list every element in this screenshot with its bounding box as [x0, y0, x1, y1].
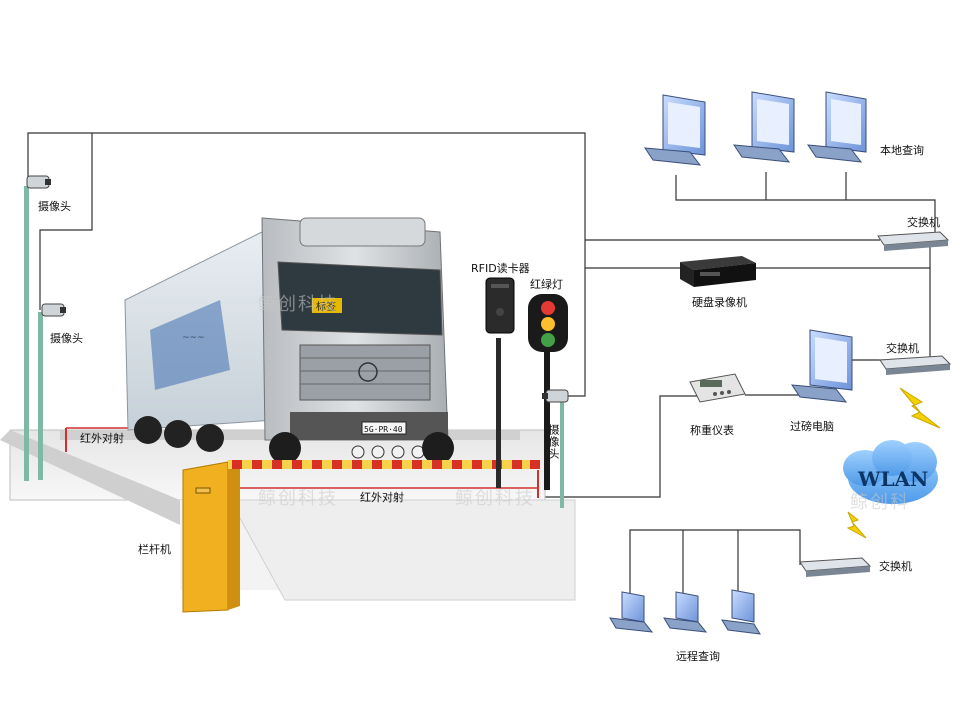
- weighing-pc: [791, 329, 853, 403]
- lightning-icon: [846, 511, 867, 539]
- remote-laptop-2: [663, 591, 708, 633]
- label-remote-query: 远程查询: [676, 650, 720, 663]
- monitor-icon: [721, 589, 761, 635]
- label-switch-mid: 交换机: [886, 342, 919, 355]
- remote-laptop-1: [609, 591, 654, 633]
- wlan-label: WLAN: [857, 467, 928, 491]
- truck-plate-sign: 标签: [316, 300, 336, 313]
- switch-icon: [799, 557, 872, 577]
- switch-mid: [879, 355, 952, 375]
- label-camera-mid: 摄像头: [50, 332, 83, 345]
- watermark: 鲸创科技: [258, 294, 338, 315]
- label-dvr: 硬盘录像机: [692, 296, 747, 309]
- traffic-light-icon: [528, 294, 568, 490]
- line-post-camera: [568, 392, 586, 397]
- line-local-bus: [675, 175, 936, 240]
- line-remote-bus: [629, 529, 801, 595]
- lightning-icon: [899, 387, 941, 429]
- infrared-beam-left: [65, 427, 130, 452]
- switch-icon: [879, 355, 952, 375]
- remote-pc-3: [721, 589, 761, 635]
- watermark: 鲸创科技: [258, 488, 338, 509]
- camera-icon: [542, 389, 569, 403]
- camera-icon: [41, 303, 66, 317]
- label-camera-top: 摄像头: [38, 200, 71, 213]
- truck-number-plate: 5G·PR·40: [364, 425, 403, 434]
- line-camera2-link: [39, 133, 93, 310]
- dvr-icon: [680, 256, 756, 287]
- label-barrier-gate: 栏杆机: [138, 543, 171, 556]
- laptop-icon: [663, 591, 708, 633]
- label-weighing-indicator: 称重仪表: [690, 424, 734, 437]
- line-indicator-platform: [540, 395, 700, 498]
- rfid-reader-icon: [485, 277, 515, 488]
- label-traffic-light: 红绿灯: [530, 278, 563, 291]
- local-pc-2: [733, 91, 795, 163]
- label-rfid-reader: RFID读卡器: [471, 262, 530, 275]
- local-pc-3: [807, 91, 867, 163]
- monitor-icon: [807, 91, 867, 163]
- barrier-arm-stripes: [232, 460, 540, 469]
- camera-pole-1: [24, 175, 51, 481]
- camera-pole-3: [542, 389, 569, 508]
- label-local-query: 本地查询: [880, 144, 924, 157]
- label-switch-bottom: 交换机: [879, 560, 912, 573]
- monitor-icon: [791, 329, 853, 403]
- switch-icon: [877, 231, 950, 251]
- camera-icon: [26, 175, 51, 189]
- camera-pole-2: [38, 303, 66, 480]
- watermark: 鲸创科: [850, 492, 910, 513]
- label-infrared-left: 红外对射: [80, 432, 124, 445]
- switch-bottom: [799, 557, 872, 577]
- monitor-icon: [644, 94, 706, 166]
- local-pc-1: [644, 94, 706, 166]
- watermark: 鲸创科技: [455, 488, 535, 509]
- truck-icon: ~~~ 标签 5G·PR·40: [124, 217, 454, 464]
- cloud-icon: [843, 440, 938, 504]
- weighing-indicator-icon: [689, 373, 746, 403]
- label-switch-top: 交换机: [907, 216, 940, 229]
- line-top-frame: [27, 132, 586, 392]
- label-weighing-pc: 过磅电脑: [790, 420, 834, 433]
- label-infrared-center: 红外对射: [360, 491, 404, 504]
- svg-text:~~~: ~~~: [182, 333, 205, 343]
- laptop-icon: [609, 591, 654, 633]
- barrier-gate-icon: [182, 460, 540, 613]
- switch-top: [877, 231, 950, 251]
- label-camera-post: 摄像头: [547, 424, 560, 460]
- monitor-icon: [733, 91, 795, 163]
